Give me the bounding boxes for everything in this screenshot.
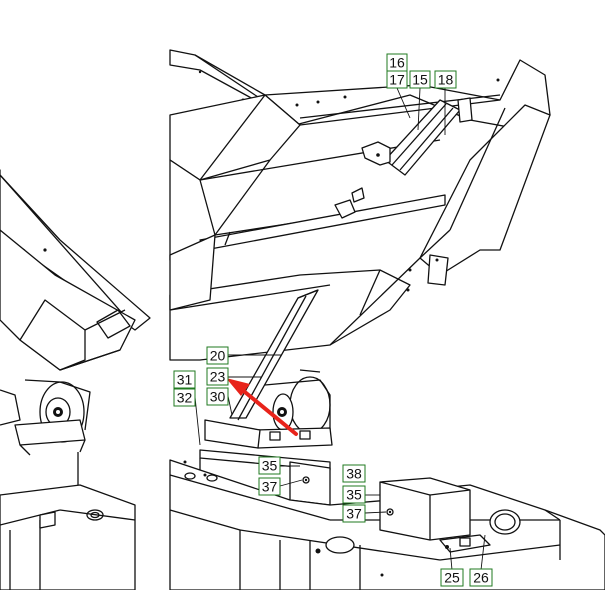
left-panel-drawing: [0, 169, 151, 590]
callout-35-right: 35: [342, 485, 366, 504]
callout-37-left: 37: [258, 477, 281, 496]
right-panel-drawing: [169, 49, 605, 590]
callout-16: 16: [386, 53, 408, 72]
callout-20: 20: [206, 346, 229, 365]
callout-23: 23: [206, 367, 229, 386]
svg-text:26: 26: [473, 570, 489, 586]
svg-text:25: 25: [444, 570, 460, 586]
leader-lines: [194, 87, 486, 571]
red-arrow-icon: [226, 378, 298, 436]
callout-35-left: 35: [258, 456, 281, 475]
svg-text:32: 32: [177, 390, 193, 406]
callout-31: 31: [173, 370, 196, 389]
svg-text:35: 35: [346, 487, 362, 503]
svg-text:23: 23: [210, 369, 226, 385]
svg-text:37: 37: [262, 479, 278, 495]
callout-17: 17: [386, 70, 408, 89]
callout-labels: 16 17 15 18 20 23 30 31: [173, 53, 493, 587]
svg-text:31: 31: [177, 372, 193, 388]
callout-30: 30: [206, 387, 229, 406]
callout-37-right: 37: [342, 504, 366, 523]
callout-38: 38: [342, 464, 366, 483]
callout-26: 26: [469, 568, 493, 587]
callout-25: 25: [440, 568, 464, 587]
svg-text:17: 17: [389, 72, 405, 88]
callout-18: 18: [434, 70, 457, 89]
svg-text:38: 38: [346, 466, 362, 482]
callout-32: 32: [173, 388, 196, 407]
svg-text:37: 37: [346, 506, 362, 522]
svg-text:16: 16: [389, 55, 405, 71]
svg-text:35: 35: [262, 458, 278, 474]
svg-text:15: 15: [412, 72, 428, 88]
callout-15: 15: [409, 70, 431, 89]
svg-text:20: 20: [210, 348, 226, 364]
svg-text:18: 18: [438, 72, 454, 88]
svg-text:30: 30: [210, 389, 226, 405]
